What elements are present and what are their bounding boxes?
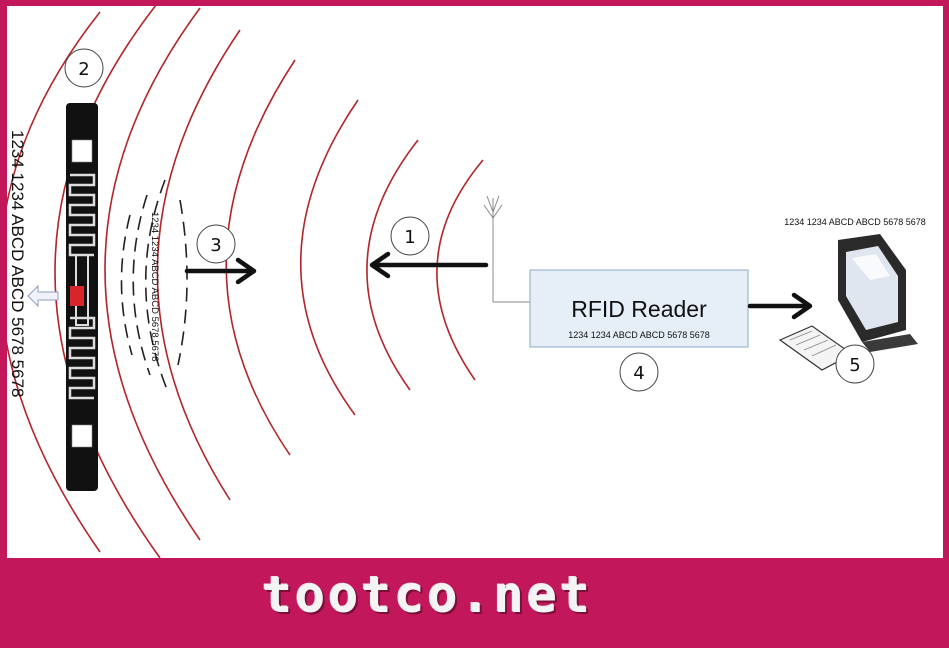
- chip-arrow-icon: [27, 284, 59, 308]
- response-arrow-icon: [184, 257, 257, 285]
- wave-4: [225, 59, 296, 456]
- rfid-tag: [27, 103, 98, 491]
- computer-data: 1234 1234 ABCD ABCD 5678 5678: [784, 217, 926, 227]
- wave-8: [7, 11, 101, 553]
- step-3-marker: 3: [196, 224, 236, 264]
- tag-chip: [70, 286, 84, 306]
- step-4-marker: 4: [619, 352, 659, 392]
- svg-text:4: 4: [633, 363, 644, 384]
- wave-6: [104, 7, 201, 541]
- query-arrow-icon: [369, 251, 489, 279]
- step-1-marker: 1: [390, 216, 430, 256]
- wave-7: [54, 6, 161, 558]
- wave-2: [366, 139, 419, 391]
- antenna-icon: [483, 195, 530, 303]
- svg-text:1: 1: [404, 227, 415, 248]
- reader-data: 1234 1234 ABCD ABCD 5678 5678: [568, 330, 710, 340]
- svg-text:3: 3: [210, 235, 221, 256]
- wave-5: [156, 29, 241, 501]
- rfid-reader: RFID Reader 1234 1234 ABCD ABCD 5678 567…: [529, 269, 749, 348]
- wave-3: [299, 99, 359, 416]
- svg-text:5: 5: [849, 355, 860, 376]
- tag-data-label: 1234 1234 ABCD ABCD 5678 5678: [8, 130, 27, 397]
- wave-1: [436, 159, 484, 381]
- reader-label: RFID Reader: [571, 296, 707, 322]
- footer-bar: [0, 558, 949, 648]
- tag-small-data-label: 1234 1234 ABCD ABCD 5678 5678: [149, 212, 160, 361]
- brand-watermark: tootco.net: [262, 566, 594, 624]
- radio-waves: [7, 6, 484, 558]
- rfid-diagram: 1234 1234 ABCD ABCD 5678 5678 1234 1234 …: [7, 6, 926, 558]
- diagram-canvas: [7, 6, 943, 558]
- step-2-marker: 2: [64, 48, 104, 88]
- svg-text:2: 2: [78, 59, 89, 80]
- output-arrow-icon: [747, 292, 813, 320]
- step-5-marker: 5: [835, 344, 875, 384]
- backscatter-waves: [120, 179, 188, 393]
